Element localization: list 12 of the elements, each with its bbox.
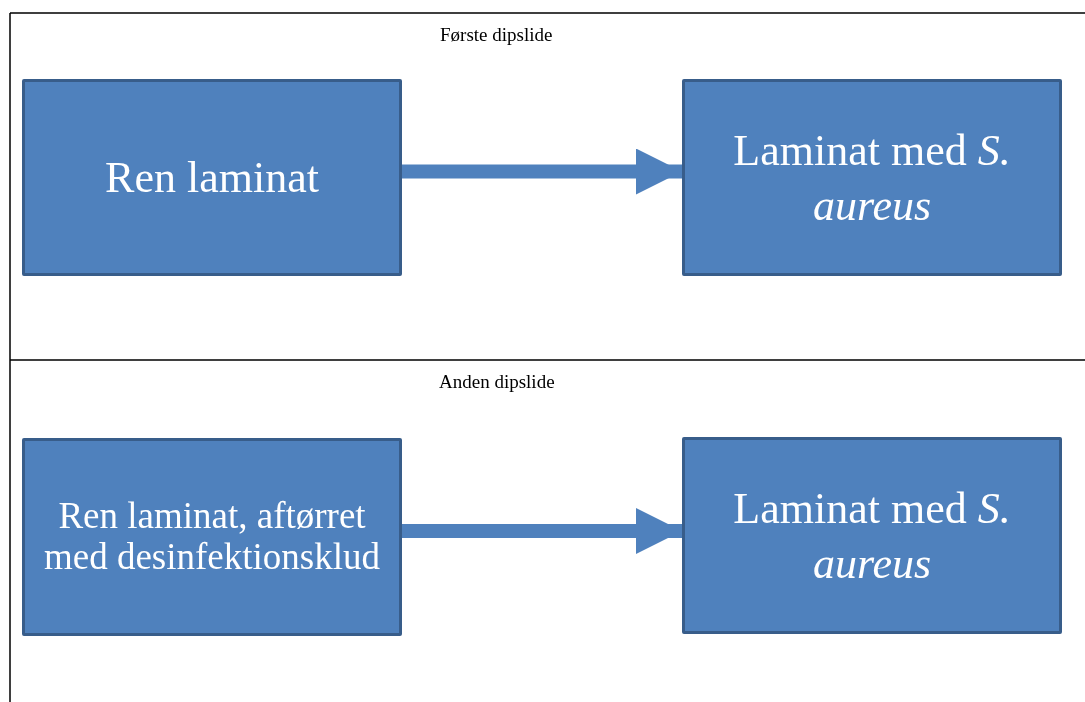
process-box — [682, 437, 1062, 634]
arrow — [402, 508, 682, 554]
box-text: Laminat med S. aureus — [732, 482, 1012, 590]
section-heading: Anden dipslide — [439, 371, 555, 393]
box-text: Ren laminat, aftørret med desinfektionsklud — [42, 496, 381, 578]
process-box — [22, 438, 402, 636]
process-box — [22, 79, 402, 276]
box-text: Laminat med S. aureus — [732, 124, 1012, 232]
arrow — [402, 148, 682, 195]
section-heading: Første dipslide — [440, 24, 553, 46]
box-text: Ren laminat — [105, 152, 319, 204]
process-box — [682, 79, 1062, 276]
